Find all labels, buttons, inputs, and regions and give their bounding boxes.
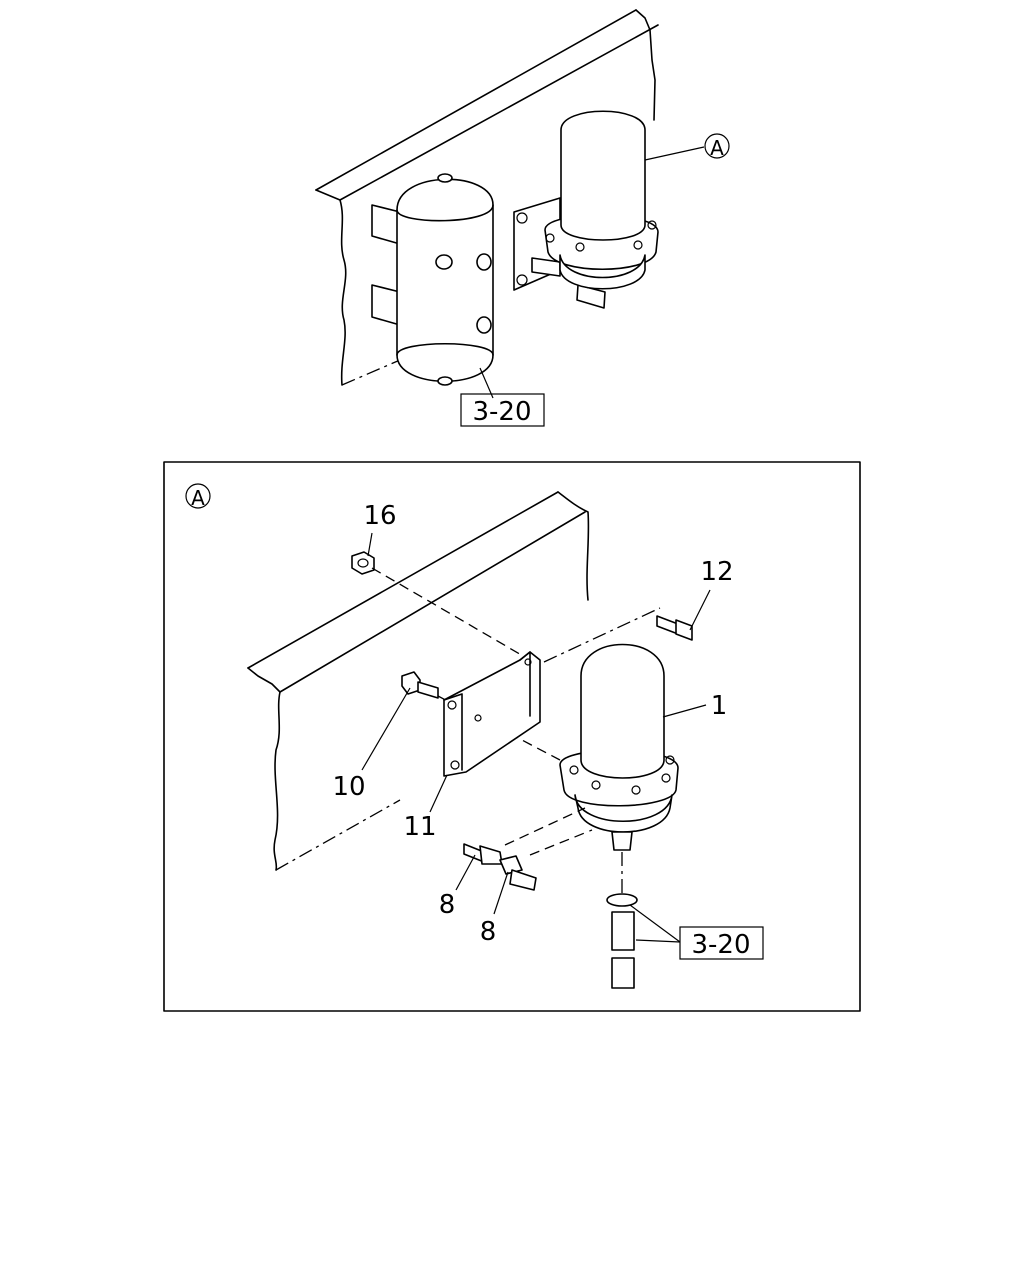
detail-illustration xyxy=(247,491,693,989)
overview-ref-box-label: 3-20 xyxy=(472,397,531,427)
detail-frame xyxy=(163,461,861,1012)
callout-8b: 8 xyxy=(480,917,497,947)
callout-8a: 8 xyxy=(439,890,456,920)
elbow-fitting-8a xyxy=(463,843,503,865)
detail-ref-box-label: 3-20 xyxy=(691,930,750,960)
overview-ref-box xyxy=(460,393,545,427)
callout-1: 1 xyxy=(711,691,728,721)
detail-ref-box xyxy=(679,926,764,960)
bracket-11 xyxy=(443,651,541,777)
overview-ref-marker: A xyxy=(710,136,724,160)
detail-ref-marker: A xyxy=(191,486,205,510)
bolt-10 xyxy=(401,671,439,699)
callout-16: 16 xyxy=(363,501,396,531)
air-dryer-overview xyxy=(513,110,659,309)
nut-16 xyxy=(351,551,375,575)
elbow-fitting-8b xyxy=(499,855,537,891)
callout-11: 11 xyxy=(403,812,436,842)
hose-assembly xyxy=(606,893,638,989)
air-tank xyxy=(371,173,494,386)
detail-callouts: 16 12 1 10 11 8 8 3-20 xyxy=(332,501,764,960)
overview-ref-circle xyxy=(704,133,730,159)
overview-illustration: A 3-20 xyxy=(315,9,730,427)
callout-10: 10 xyxy=(332,772,365,802)
bolt-12 xyxy=(656,615,693,641)
detail-ref-circle xyxy=(185,483,211,509)
frame-rail-top xyxy=(315,9,659,386)
air-dryer-1 xyxy=(559,643,679,851)
callout-12: 12 xyxy=(700,557,733,587)
frame-rail-detail xyxy=(247,491,661,871)
